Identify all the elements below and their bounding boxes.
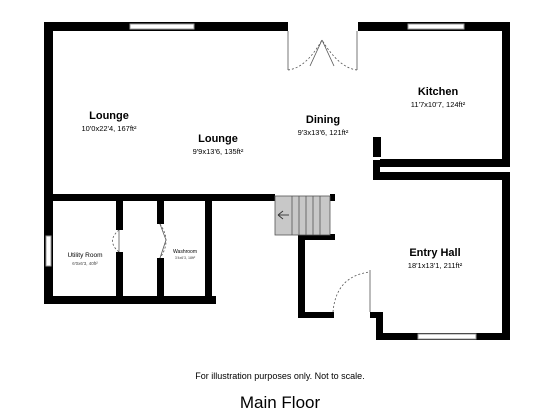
wall-wash-left-bottom (157, 258, 164, 304)
room-name-lounge-center: Lounge (198, 133, 238, 145)
doors (112, 31, 371, 313)
stair-block (274, 195, 331, 236)
wall-bottom-left (44, 296, 216, 304)
wall-mid-horizontal-right (330, 194, 335, 201)
entry-door-icon (332, 270, 371, 313)
stair-arrow-icon (277, 210, 289, 220)
room-dims-dining: 9'3x13'6, 121ft² (298, 128, 349, 137)
room-dims-entry-hall: 18'1x13'1, 211ft² (408, 261, 463, 270)
wall-entry-left (373, 160, 380, 180)
wall-kitchen-bottom (380, 159, 510, 167)
wall-utility-right-bottom (116, 252, 123, 304)
room-name-washroom: Washroom (173, 249, 197, 255)
room-dims-kitchen: 11'7x10'7, 124ft² (411, 100, 466, 109)
wall-left (44, 22, 53, 304)
window-left-utility (45, 235, 52, 267)
window-top-kitchen (407, 23, 465, 30)
window-bottom-entry (417, 333, 477, 340)
room-name-dining: Dining (306, 114, 340, 126)
washroom-door-icon (159, 223, 167, 259)
wall-wash-right (205, 194, 212, 304)
room-name-entry-hall: Entry Hall (409, 247, 460, 259)
wall-stair-side (298, 234, 335, 240)
wall-entry-stub-top (370, 312, 383, 318)
disclaimer-text: For illustration purposes only. Not to s… (195, 371, 365, 381)
wall-entry-right (502, 172, 510, 340)
wall-utility-right-top (116, 194, 123, 230)
wall-wash-left-top (157, 194, 164, 224)
wall-right-upper (502, 22, 510, 167)
room-dims-lounge-center: 9'9x13'6, 135ft² (193, 147, 244, 156)
walls (44, 22, 510, 340)
wall-stair-bottom (298, 312, 334, 318)
wall-stair-outer (298, 234, 305, 318)
utility-door-icon (112, 229, 120, 253)
window-top-lounge (129, 23, 195, 30)
windows (45, 23, 477, 340)
room-dims-utility: 6'0x6'3, 40ft² (72, 261, 98, 266)
wall-entry-bottom-stub (376, 312, 383, 340)
room-dims-washroom: 3'4x6'3, 18ft² (175, 256, 196, 260)
stairs (274, 195, 331, 236)
wall-entry-top (373, 172, 510, 180)
room-name-kitchen: Kitchen (418, 86, 459, 98)
room-name-lounge-left: Lounge (89, 110, 129, 122)
room-dims-lounge-left: 10'0x22'4, 167ft² (82, 124, 137, 133)
wall-kitchen-stub (373, 137, 381, 157)
room-name-utility: Utility Room (67, 252, 102, 259)
double-door-icon (287, 31, 358, 71)
floor-title: Main Floor (239, 393, 321, 412)
room-labels: Lounge 10'0x22'4, 167ft² Lounge 9'9x13'6… (67, 86, 465, 270)
